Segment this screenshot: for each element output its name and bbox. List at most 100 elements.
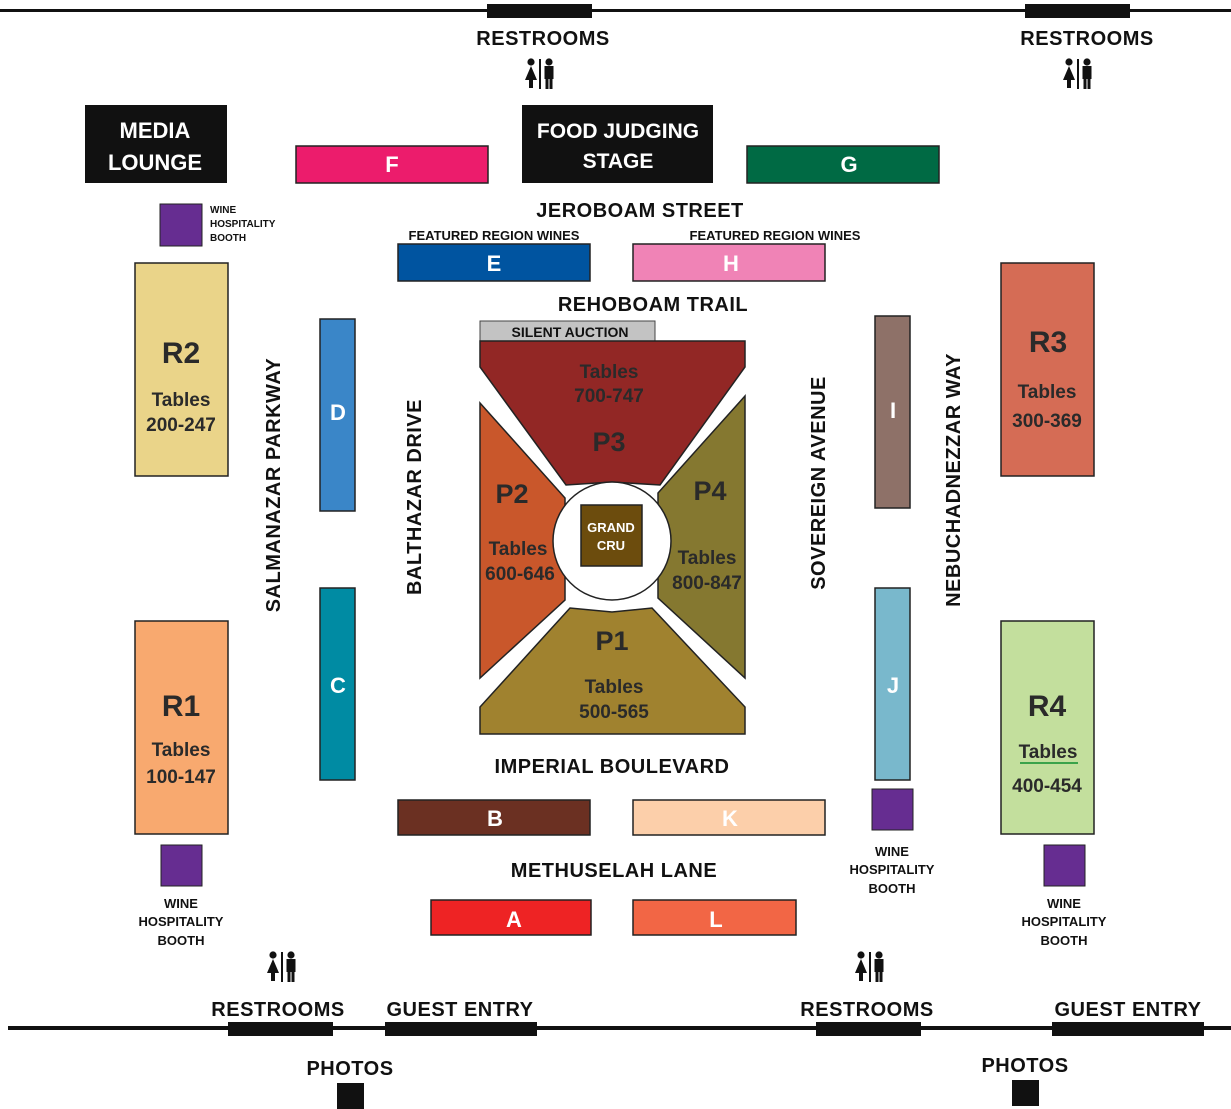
booth-j-label: J	[887, 673, 899, 698]
wine-booth-label: HOSPITALITY	[850, 862, 935, 877]
wine-booth-center-right: WINE HOSPITALITY BOOTH	[850, 788, 935, 896]
restrooms-label-bottom-right: RESTROOMS	[800, 999, 933, 1021]
top-wall	[0, 4, 1231, 18]
region-r4: R4 Tables 400-454	[1000, 620, 1095, 835]
imperial-boulevard-label: IMPERIAL BOULEVARD	[495, 756, 730, 778]
booth-h-label: H	[723, 251, 739, 276]
wine-booth-top-left: WINE HOSPITALITY BOOTH	[159, 203, 276, 247]
region-r2-title: R2	[162, 337, 200, 370]
region-r3-tables-range: 300-369	[1012, 411, 1082, 432]
pavilion-p4-tables-word: Tables	[678, 548, 737, 569]
region-r1-title: R1	[162, 690, 200, 723]
region-r4-tables-word: Tables	[1019, 742, 1078, 763]
booth-e: E	[397, 243, 591, 282]
booth-f: F	[295, 145, 489, 184]
methuselah-lane-label: METHUSELAH LANE	[511, 860, 717, 882]
nebuchadnezzar-way-label: NEBUCHADNEZZAR WAY	[943, 353, 965, 607]
restroom-icon	[1063, 58, 1092, 89]
pavilion-p2-tables-word: Tables	[489, 539, 548, 560]
sovereign-avenue-label: SOVEREIGN AVENUE	[808, 376, 830, 590]
pavilion-p1-tables-range: 500-565	[579, 702, 649, 723]
booth-k-label: K	[722, 806, 738, 831]
media-lounge-label: MEDIA	[120, 118, 191, 143]
wine-booth-label: BOOTH	[158, 933, 205, 948]
photos-booth-left	[337, 1083, 364, 1109]
region-r4-title: R4	[1028, 690, 1067, 723]
booth-k: K	[632, 799, 826, 836]
pavilion-p4: P4 Tables 800-847	[657, 394, 746, 680]
wine-booth-bottom-right: WINE HOSPITALITY BOOTH	[1022, 844, 1107, 948]
wine-booth-label: WINE	[164, 896, 198, 911]
featured-region-wines-label-right: FEATURED REGION WINES	[690, 228, 861, 243]
region-r1-tables-range: 100-147	[146, 767, 216, 788]
pavilion-p4-tables-range: 800-847	[672, 573, 742, 594]
wine-booth-label: WINE	[210, 205, 236, 216]
region-r1-tables-word: Tables	[152, 740, 211, 761]
silent-auction-label: SILENT AUCTION	[512, 324, 629, 340]
region-r1: R1 Tables 100-147	[134, 620, 229, 835]
jeroboam-street-label: JEROBOAM STREET	[536, 200, 744, 222]
booth-f-label: F	[385, 152, 398, 177]
booth-i-label: I	[890, 398, 896, 423]
bottom-wall	[8, 1022, 1231, 1036]
pavilion-p3-title: P3	[592, 427, 625, 457]
pavilion-p2-tables-range: 600-646	[485, 564, 555, 585]
rehoboam-trail-label: REHOBOAM TRAIL	[558, 294, 748, 316]
booth-a: A	[430, 899, 592, 936]
wine-booth-label: HOSPITALITY	[1022, 914, 1107, 929]
wine-booth-label: WINE	[1047, 896, 1081, 911]
wine-booth-bottom-left: WINE HOSPITALITY BOOTH	[139, 844, 224, 948]
restroom-icon	[525, 58, 554, 89]
featured-region-wines-label-left: FEATURED REGION WINES	[409, 228, 580, 243]
booth-g-label: G	[840, 152, 857, 177]
booth-i: I	[874, 315, 911, 509]
wine-booth-label: HOSPITALITY	[210, 219, 276, 230]
wine-booth-label: BOOTH	[210, 233, 246, 244]
pavilion-p1-title: P1	[595, 626, 628, 656]
restrooms-label-bottom-left: RESTROOMS	[211, 999, 344, 1021]
media-lounge: MEDIA LOUNGE	[85, 105, 227, 183]
food-judging-label: STAGE	[583, 150, 654, 173]
region-r3: R3 Tables 300-369	[1000, 262, 1095, 477]
grand-cru: GRAND CRU	[580, 504, 643, 567]
photos-label-right: PHOTOS	[981, 1055, 1068, 1077]
wine-booth-label: BOOTH	[1041, 933, 1088, 948]
restroom-icon	[855, 951, 884, 982]
booth-c: C	[319, 587, 356, 781]
guest-entry-label-left: GUEST ENTRY	[387, 999, 534, 1021]
region-r2-tables-word: Tables	[152, 390, 211, 411]
booth-b: B	[397, 799, 591, 836]
booth-c-label: C	[330, 673, 346, 698]
wine-booth-label: WINE	[875, 844, 909, 859]
booth-j: J	[874, 587, 911, 781]
pavilion-p3-tables-range: 700-747	[574, 386, 644, 407]
booth-e-label: E	[487, 251, 502, 276]
pavilion-p4-title: P4	[693, 476, 726, 506]
region-r4-tables-range: 400-454	[1012, 776, 1082, 797]
pavilion-p2-title: P2	[495, 479, 528, 509]
food-judging-label: FOOD JUDGING	[537, 120, 699, 143]
region-r2-tables-range: 200-247	[146, 415, 216, 436]
booth-g: G	[746, 145, 940, 184]
grand-cru-label: CRU	[597, 538, 625, 553]
region-r2: R2 Tables 200-247	[134, 262, 229, 477]
booth-d-label: D	[330, 400, 346, 425]
pavilion-p2: P2 Tables 600-646	[479, 401, 566, 680]
guest-entry-label-right: GUEST ENTRY	[1055, 999, 1202, 1021]
photos-booth-right	[1012, 1080, 1039, 1106]
balthazar-drive-label: BALTHAZAR DRIVE	[404, 399, 426, 595]
silent-auction: SILENT AUCTION	[479, 320, 656, 342]
booth-l-label: L	[709, 907, 722, 932]
booth-h: H	[632, 243, 826, 282]
salmanazar-parkway-label: SALMANAZAR PARKWAY	[263, 358, 285, 613]
wine-booth-label: BOOTH	[869, 881, 916, 896]
region-r3-title: R3	[1029, 326, 1067, 359]
restrooms-label-top-center: RESTROOMS	[476, 28, 609, 50]
pavilion-p3-tables-word: Tables	[580, 362, 639, 383]
photos-label-left: PHOTOS	[306, 1058, 393, 1080]
restrooms-label-top-right: RESTROOMS	[1020, 28, 1153, 50]
wine-booth-label: HOSPITALITY	[139, 914, 224, 929]
food-judging-stage: FOOD JUDGING STAGE	[522, 105, 713, 183]
grand-cru-label: GRAND	[587, 520, 635, 535]
